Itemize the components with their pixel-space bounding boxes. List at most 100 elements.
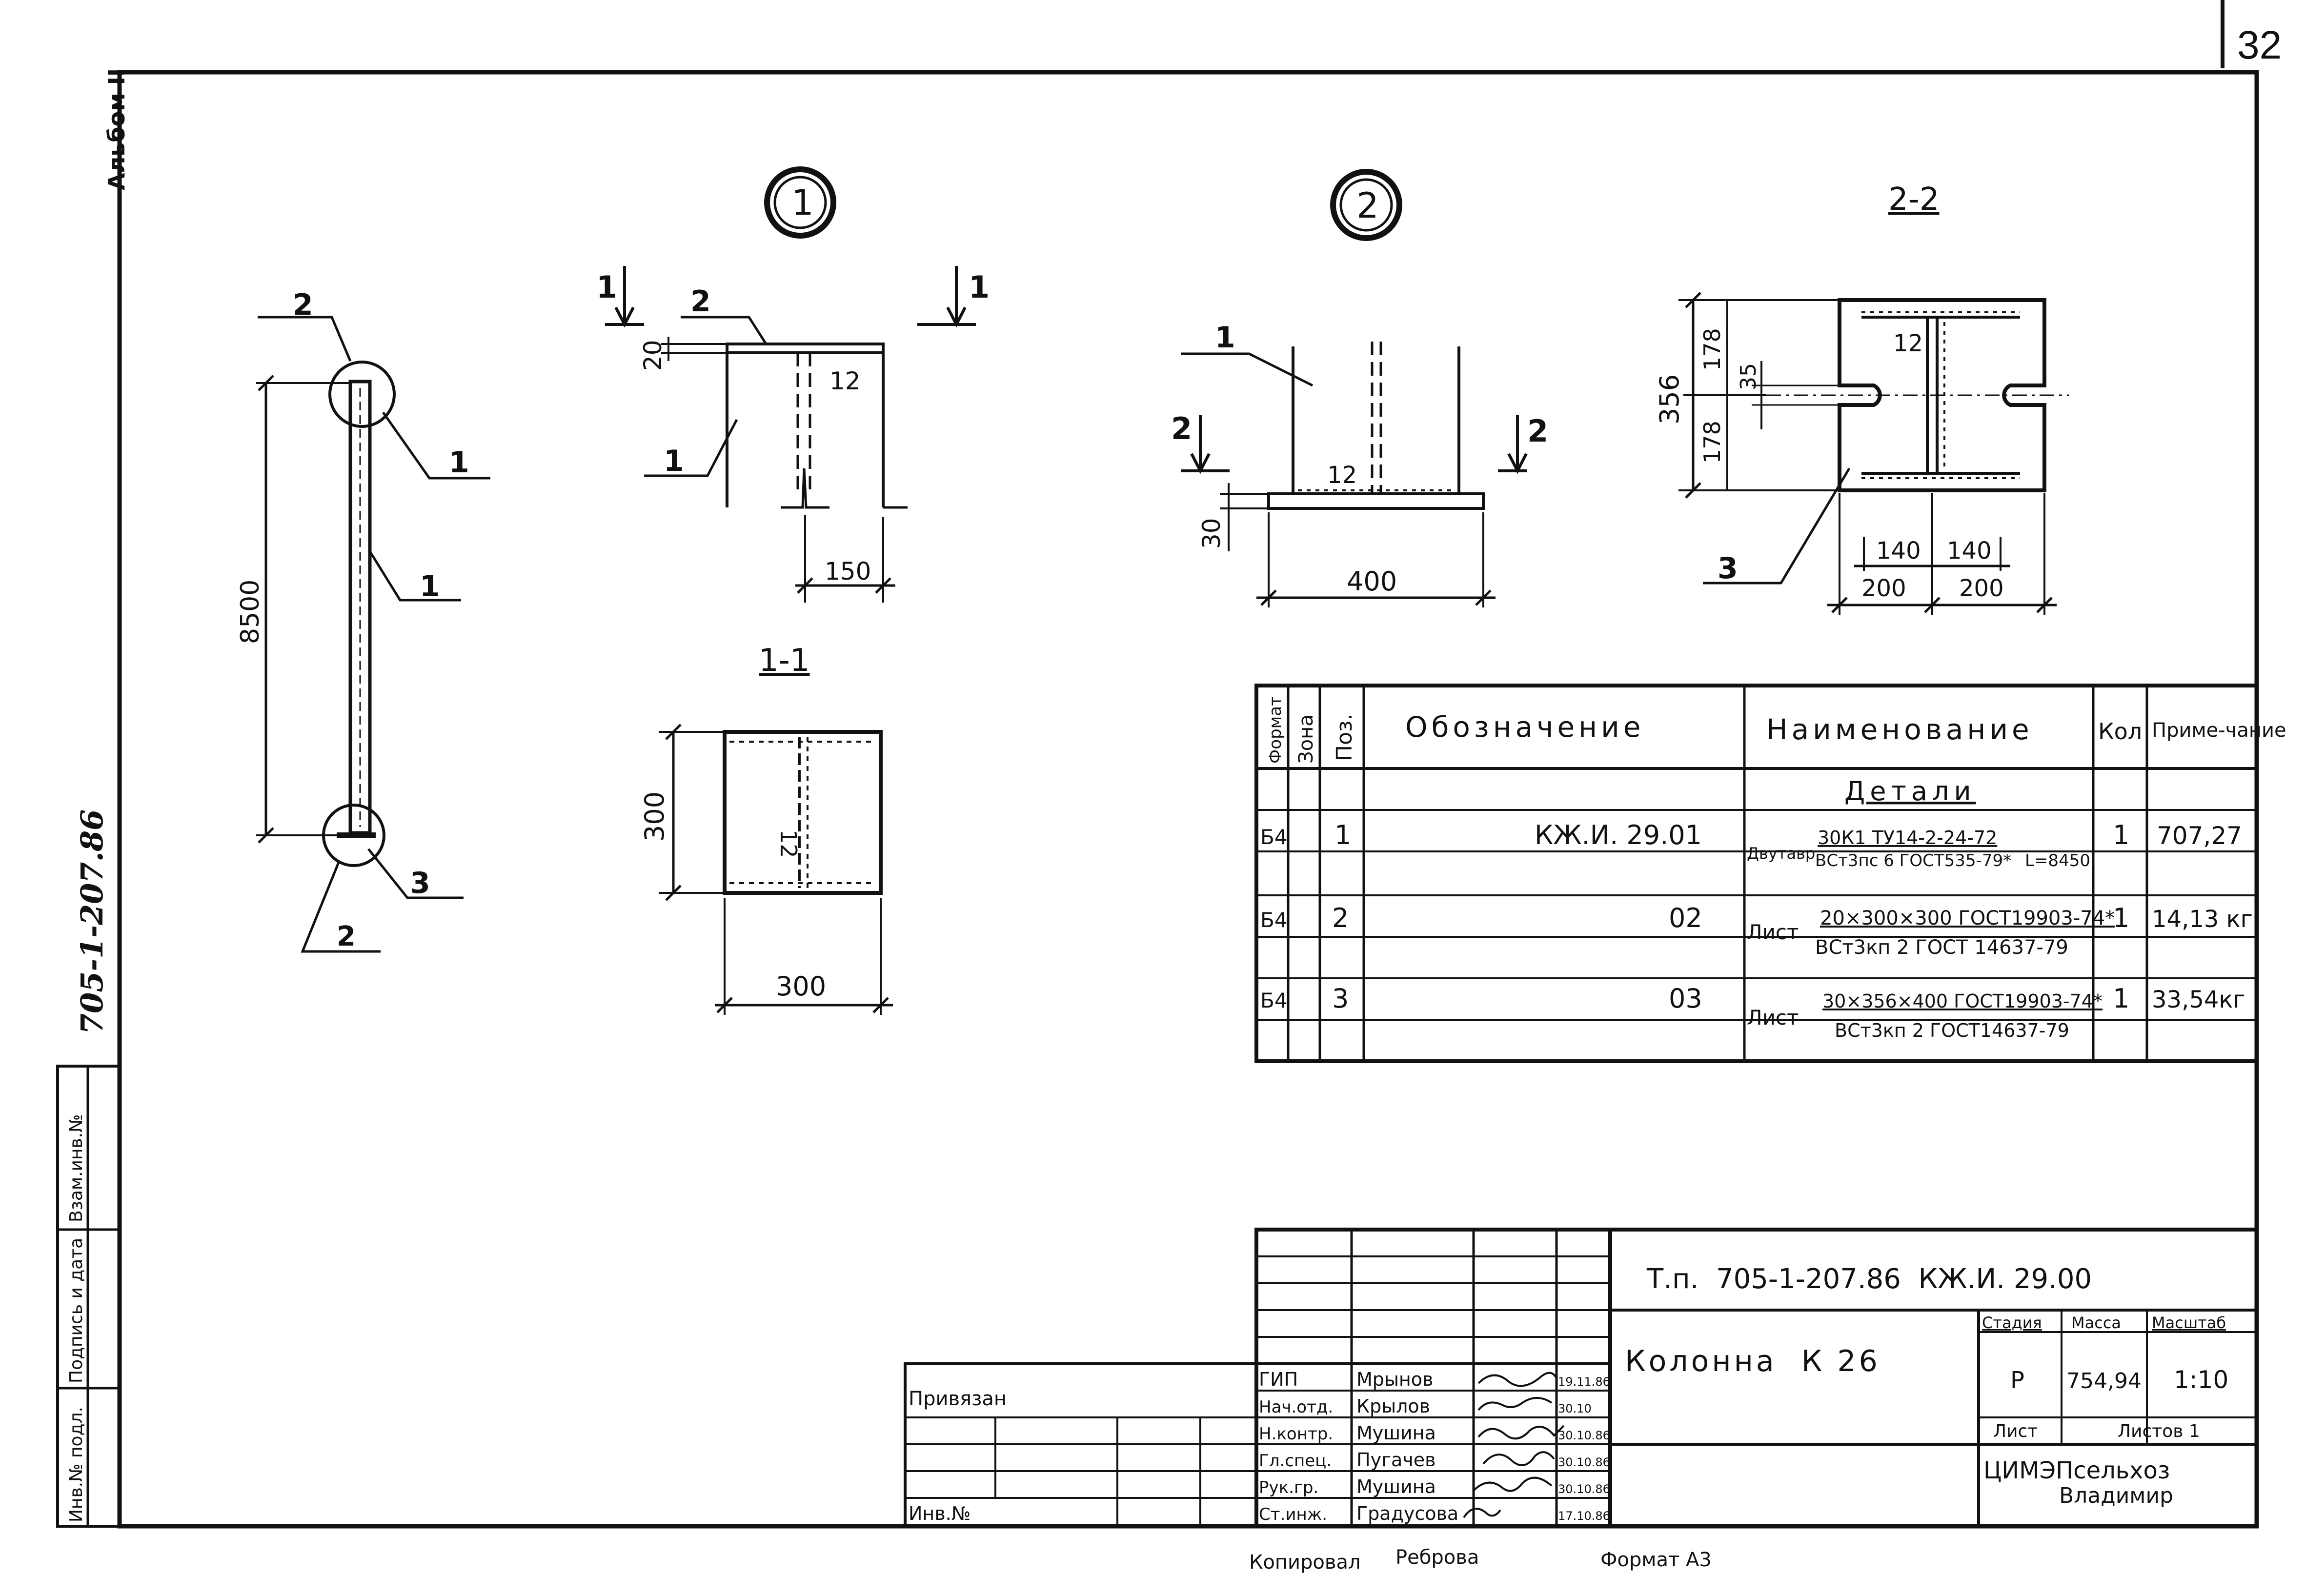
node-2-weld: 12 bbox=[1327, 462, 1357, 489]
section-1-1-view: 1-1 12 300 300 bbox=[639, 643, 893, 1015]
section-2-2-weld: 12 bbox=[1893, 330, 1923, 357]
side-stamp: Инв.№ подл. Подпись и дата Взам.инв.№ bbox=[56, 1065, 121, 1528]
spec-row-1-prefix: Двутавр bbox=[1747, 844, 1815, 863]
stamp-vzam: Взам.инв.№ bbox=[66, 1114, 86, 1222]
signatures bbox=[1463, 1372, 1565, 1518]
staff-1-role: ГИП bbox=[1259, 1369, 1298, 1390]
mass-header: Масса bbox=[2071, 1313, 2121, 1332]
spec-row-1-name-top: 30К1 ТУ14-2-24-72 bbox=[1818, 827, 1997, 849]
spec-row-3-name-bottom: ВСт3кп 2 ГОСТ14637-79 bbox=[1835, 1020, 2069, 1041]
staff-3-name: Мушина bbox=[1356, 1422, 1436, 1444]
sheet-footer: Копировал Реброва Формат А3 bbox=[1249, 1546, 1712, 1574]
stamp-inv-podl: Инв.№ подл. bbox=[66, 1407, 86, 1522]
staff-6-date: 17.10.86 bbox=[1558, 1509, 1610, 1523]
node-1-dim-20: 20 bbox=[639, 340, 667, 371]
section-mark-2-left: 2 bbox=[1171, 411, 1192, 446]
section-1-1-dim-height: 300 bbox=[639, 791, 670, 842]
node-1-callout-1: 1 bbox=[664, 444, 684, 478]
staff-1-date: 19.11.86 bbox=[1558, 1375, 1610, 1389]
spec-header-name: Наименование bbox=[1766, 713, 2033, 746]
privyazan-label: Привязан bbox=[909, 1388, 1007, 1410]
spec-row-1-qty: 1 bbox=[2113, 820, 2129, 850]
doc-code: Т.п. 705-1-207.86 КЖ.И. 29.00 bbox=[1646, 1263, 2092, 1295]
spec-row-3-qty: 1 bbox=[2113, 983, 2129, 1014]
staff-3-date: 30.10.86 bbox=[1558, 1429, 1610, 1442]
dim-8500: 8500 bbox=[236, 580, 265, 644]
spec-row-2-pos: 2 bbox=[1332, 903, 1349, 933]
overall-node-1: 1 bbox=[449, 445, 469, 480]
side-doc-code: 705-1-207.86 bbox=[74, 809, 110, 1034]
column-overall-view: 8500 2 1 1 3 2 bbox=[236, 288, 490, 953]
node-2-dim-400: 400 bbox=[1347, 566, 1397, 597]
spec-row-2-name-bottom: ВСт3кп 2 ГОСТ 14637-79 bbox=[1815, 936, 2068, 959]
node-1-weld: 12 bbox=[829, 367, 861, 395]
staff-5-role: Рук.гр. bbox=[1259, 1478, 1318, 1497]
stamp-podpis: Подпись и дата bbox=[66, 1238, 86, 1383]
section-2-2-dim-140-left: 140 bbox=[1876, 537, 1921, 565]
staff-4-role: Гл.спец. bbox=[1259, 1451, 1332, 1471]
section-mark-1-right: 1 bbox=[969, 269, 990, 305]
section-2-2-dim-356: 356 bbox=[1654, 374, 1685, 424]
title-block: Привязан Инв.№ ГИП Мрынов 19.11.86 Нач.о… bbox=[904, 1228, 2259, 1528]
section-1-1-title: 1-1 bbox=[759, 643, 810, 679]
spec-header-pos: Поз. bbox=[1332, 714, 1357, 761]
spec-header-qty: Кол bbox=[2098, 718, 2142, 745]
format-label: Формат А3 bbox=[1600, 1549, 1712, 1571]
sheets-label: Листов 1 bbox=[2118, 1421, 2200, 1441]
page-number: 32 bbox=[2237, 23, 2282, 67]
overall-callout-1: 1 bbox=[420, 569, 440, 604]
node-2-dim-30: 30 bbox=[1197, 518, 1226, 549]
staff-2-name: Крылов bbox=[1356, 1395, 1430, 1417]
spec-header-note: Приме-чание bbox=[2152, 719, 2286, 742]
spec-row-2-prefix: Лист bbox=[1747, 920, 1799, 944]
copied-name: Реброва bbox=[1395, 1546, 1479, 1569]
stage-header: Стадия bbox=[1982, 1313, 2042, 1332]
spec-row-1-format: Б4 bbox=[1260, 825, 1288, 849]
drawing-title: Колонна К 26 bbox=[1625, 1344, 1880, 1378]
staff-6-role: Ст.инж. bbox=[1259, 1505, 1327, 1524]
node-1-mark: 1 bbox=[791, 182, 814, 223]
sheet-label: Лист bbox=[1993, 1421, 2038, 1441]
spec-row-2-note: 14,13 кг bbox=[2152, 906, 2253, 933]
scale-value: 1:10 bbox=[2174, 1366, 2228, 1394]
section-1-1-dim-width: 300 bbox=[776, 971, 826, 1002]
spec-row-2-name-top: 20×300×300 ГОСТ19903-74* bbox=[1820, 907, 2115, 929]
section-2-2-dim-178-top: 178 bbox=[1699, 328, 1725, 371]
staff-5-date: 30.10.86 bbox=[1558, 1482, 1610, 1496]
spec-row-1-name-bottom: ВСт3пс 6 ГОСТ535-79* bbox=[1815, 851, 2011, 870]
section-1-1-weld: 12 bbox=[775, 829, 802, 858]
spec-row-3-name-top: 30×356×400 ГОСТ19903-74* bbox=[1822, 990, 2103, 1012]
spec-header-designation: Обозначение bbox=[1405, 710, 1644, 744]
spec-row-3-prefix: Лист bbox=[1747, 1006, 1799, 1030]
staff-3-role: Н.контр. bbox=[1259, 1424, 1333, 1444]
staff-2-role: Нач.отд. bbox=[1259, 1397, 1333, 1417]
album-label: Альбом II bbox=[103, 68, 130, 190]
stage-value: Р bbox=[2010, 1367, 2024, 1394]
node-2-mark: 2 bbox=[1356, 185, 1379, 226]
spec-row-1-designation: КЖ.И. 29.01 bbox=[1535, 820, 1702, 850]
section-2-2-callout-3: 3 bbox=[1718, 551, 1738, 586]
staff-1-name: Мрынов bbox=[1356, 1369, 1433, 1390]
section-2-2-view: 2-2 12 356 178 178 35 140 bbox=[1654, 182, 2069, 615]
section-2-2-dim-140-right: 140 bbox=[1947, 537, 1992, 565]
org-line-1: ЦИМЭПсельхоз bbox=[1983, 1457, 2170, 1484]
spec-row-1-pos: 1 bbox=[1334, 820, 1351, 850]
node-1-view: 1 1 1 12 20 2 1 150 bbox=[596, 166, 990, 603]
node-1-dim-150: 150 bbox=[825, 557, 871, 586]
node-2-view: 2 12 2 2 1 30 400 bbox=[1171, 169, 1548, 607]
section-2-2-dim-200-left: 200 bbox=[1861, 575, 1906, 602]
section-mark-2-right: 2 bbox=[1527, 413, 1548, 449]
section-2-2-dim-35: 35 bbox=[1736, 363, 1761, 390]
section-mark-1-left: 1 bbox=[596, 269, 617, 305]
staff-4-date: 30.10.86 bbox=[1558, 1455, 1610, 1469]
staff-4-name: Пугачев bbox=[1356, 1449, 1436, 1471]
scale-header: Масштаб bbox=[2152, 1313, 2226, 1332]
copied-label: Копировал bbox=[1249, 1551, 1361, 1574]
overall-callout-3: 3 bbox=[410, 866, 430, 900]
staff-2-date: 30.10 bbox=[1558, 1402, 1592, 1415]
org-line-2: Владимир bbox=[2059, 1483, 2173, 1508]
spec-row-1-length: L=8450 bbox=[2025, 851, 2090, 870]
overall-callout-2: 2 bbox=[293, 288, 313, 322]
spec-row-2-qty: 1 bbox=[2113, 903, 2129, 933]
